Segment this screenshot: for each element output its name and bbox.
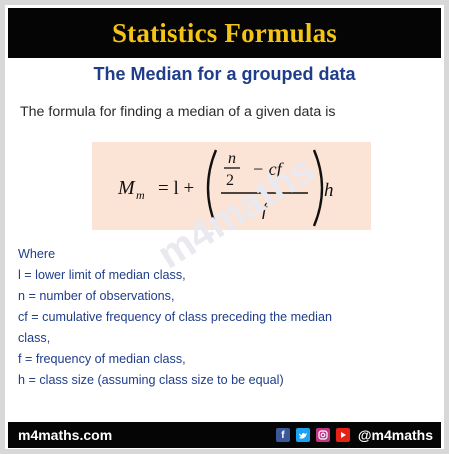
site-link[interactable]: m4maths.com — [18, 427, 113, 443]
definition-h: h = class size (assuming class size to b… — [18, 373, 284, 387]
where-label: Where — [18, 247, 56, 261]
header-bar: Statistics Formulas — [8, 8, 441, 58]
median-formula: M m = l + n 2 − cf f h — [117, 149, 334, 227]
facebook-icon[interactable]: f — [275, 428, 290, 442]
youtube-icon[interactable] — [335, 428, 350, 442]
formula-f: f — [262, 199, 270, 219]
formula-lhs-sub: m — [136, 188, 145, 202]
twitter-icon[interactable] — [295, 428, 310, 442]
formula-two: 2 — [226, 172, 234, 189]
definition-l: l = lower limit of median class, — [18, 268, 186, 282]
formula-lhs: M — [117, 177, 136, 199]
section-subtitle: The Median for a grouped data — [93, 64, 356, 84]
instagram-icon[interactable] — [315, 428, 330, 442]
social-links: f @m4maths — [275, 427, 433, 443]
formula-box: M m = l + n 2 − cf f h — [92, 142, 371, 230]
social-handle[interactable]: @m4maths — [357, 427, 433, 443]
formula-h: h — [324, 180, 334, 201]
definition-n: n = number of observations, — [18, 289, 175, 303]
definition-cf: cf = cumulative frequency of class prece… — [18, 310, 332, 324]
left-paren — [206, 149, 218, 227]
formula-minus-cf: − cf — [252, 159, 285, 179]
formula-equals-l-plus: = l + — [158, 178, 194, 199]
definition-cf-cont: class, — [18, 331, 51, 345]
page-title: Statistics Formulas — [111, 17, 338, 48]
formula-n: n — [228, 150, 236, 167]
definition-f: f = frequency of median class, — [18, 352, 186, 366]
definitions: Where l = lower limit of median class, n… — [18, 244, 438, 391]
right-paren — [312, 149, 324, 227]
intro-text: The formula for finding a median of a gi… — [20, 104, 336, 120]
footer-bar: m4maths.com f @m4maths — [8, 422, 441, 448]
